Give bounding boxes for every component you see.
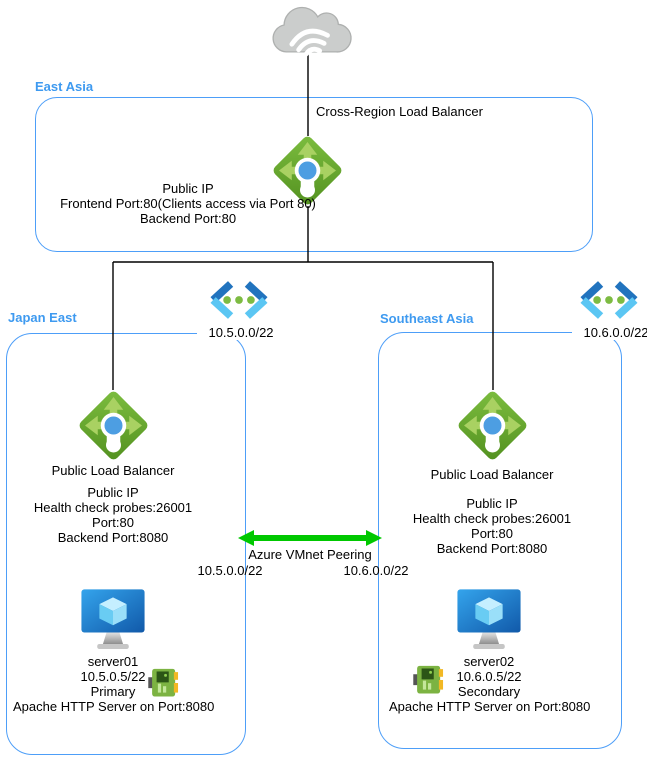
server-name: server02 xyxy=(463,654,515,669)
server-ip: 10.6.0.5/22 xyxy=(456,669,522,684)
public-load-balancer-icon-right xyxy=(455,388,530,463)
region-label-east-asia: East Asia xyxy=(35,79,94,94)
detail-line: Public IP xyxy=(87,485,139,500)
region-label-japan-east: Japan East xyxy=(8,310,77,325)
server-ip: 10.5.0.5/22 xyxy=(80,669,146,684)
detail-line: Port:80 xyxy=(471,526,513,541)
vnet-right-cidr: 10.6.0.0/22 xyxy=(572,325,647,340)
detail-line: Public IP xyxy=(466,496,518,511)
japan-lb-details: Public IP Health check probes:26001 Port… xyxy=(13,485,213,545)
japan-lb-title: Public Load Balancer xyxy=(13,463,213,478)
virtual-machine-icon-right xyxy=(453,588,525,654)
cross-region-lb-title: Cross-Region Load Balancer xyxy=(316,104,483,119)
server-role: Secondary xyxy=(457,684,521,699)
southeast-lb-details: Public IP Health check probes:26001 Port… xyxy=(392,496,592,556)
detail-line: Public IP xyxy=(162,181,214,196)
server01-info: server01 10.5.0.5/22 Primary Apache HTTP… xyxy=(13,654,215,714)
peering-label: Azure VMnet Peering xyxy=(248,547,372,562)
server-app: Apache HTTP Server on Port:8080 xyxy=(13,699,215,714)
vnet-peering-arrow-icon xyxy=(238,530,382,546)
region-label-southeast-asia: Southeast Asia xyxy=(380,311,474,326)
vnet-left-cidr: 10.5.0.0/22 xyxy=(197,325,285,340)
lb-title-text: Public Load Balancer xyxy=(430,467,554,482)
peering-left-cidr: 10.5.0.0/22 xyxy=(197,563,263,578)
public-load-balancer-icon-left xyxy=(76,388,151,463)
japan-east-region-box xyxy=(6,333,246,755)
east-asia-region-box xyxy=(35,97,593,252)
virtual-network-icon-right xyxy=(574,278,644,322)
virtual-machine-icon-left xyxy=(77,588,149,654)
lb-title-text: Public Load Balancer xyxy=(51,463,175,478)
detail-line: Port:80 xyxy=(92,515,134,530)
cloud-internet-icon xyxy=(264,2,354,58)
virtual-network-icon-left xyxy=(204,278,274,322)
server02-info: server02 10.6.0.5/22 Secondary Apache HT… xyxy=(389,654,591,714)
server-role: Primary xyxy=(90,684,136,699)
peering-right-cidr: 10.6.0.0/22 xyxy=(343,563,409,578)
detail-line: Backend Port:80 xyxy=(139,211,237,226)
southeast-asia-region-box xyxy=(378,332,622,749)
detail-line: Backend Port:8080 xyxy=(57,530,169,545)
cross-region-lb-details: Public IP Frontend Port:80(Clients acces… xyxy=(33,181,343,226)
server-app: Apache HTTP Server on Port:8080 xyxy=(389,699,591,714)
detail-line: Frontend Port:80(Clients access via Port… xyxy=(60,196,316,211)
detail-line: Health check probes:26001 xyxy=(412,511,572,526)
detail-line: Health check probes:26001 xyxy=(33,500,193,515)
southeast-lb-title: Public Load Balancer xyxy=(392,467,592,482)
server-name: server01 xyxy=(87,654,139,669)
detail-line: Backend Port:8080 xyxy=(436,541,548,556)
